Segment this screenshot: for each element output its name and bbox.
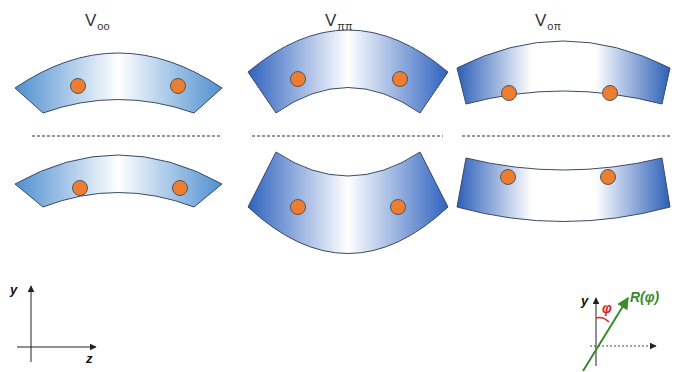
- atom-dot: [71, 79, 86, 94]
- column-title: V: [85, 12, 96, 29]
- orbital-segment: [457, 41, 670, 104]
- axis-y: [596, 298, 597, 366]
- atom-dot: [603, 86, 618, 101]
- title-subscript: oπ: [547, 21, 561, 32]
- atom-dot: [502, 86, 517, 101]
- axis-y: [31, 286, 32, 362]
- atom-dot: [291, 72, 306, 87]
- orbital-segment: [248, 152, 448, 254]
- orbital-segment: [457, 158, 670, 222]
- atom-dot: [291, 200, 306, 215]
- orbital-segment: [15, 53, 222, 113]
- axis-label: y: [10, 283, 17, 296]
- title-subscript: oo: [97, 21, 109, 32]
- orbital-segment: [248, 30, 448, 113]
- atom-dot: [173, 181, 188, 196]
- atom-dot: [393, 72, 408, 87]
- title-subscript: ππ: [337, 21, 352, 32]
- mirror-plane: [32, 136, 222, 137]
- axis-label: z: [86, 352, 93, 365]
- axis-z: [17, 347, 96, 348]
- atom-dot: [391, 200, 406, 215]
- mirror-plane: [462, 136, 670, 137]
- column-title: V: [325, 12, 336, 29]
- axis-dotted: [590, 346, 656, 347]
- column-title: V: [535, 12, 546, 29]
- angle-arc: [596, 318, 609, 323]
- vector-label: R(φ): [630, 290, 659, 304]
- mirror-plane: [252, 136, 443, 137]
- orbital-segment: [15, 155, 222, 207]
- rotation-vector: [583, 298, 628, 371]
- atom-dot: [73, 181, 88, 196]
- axis-label: y: [581, 294, 588, 307]
- atom-dot: [601, 170, 616, 185]
- angle-label: φ: [602, 301, 612, 315]
- atom-dot: [171, 79, 186, 94]
- atom-dot: [501, 170, 516, 185]
